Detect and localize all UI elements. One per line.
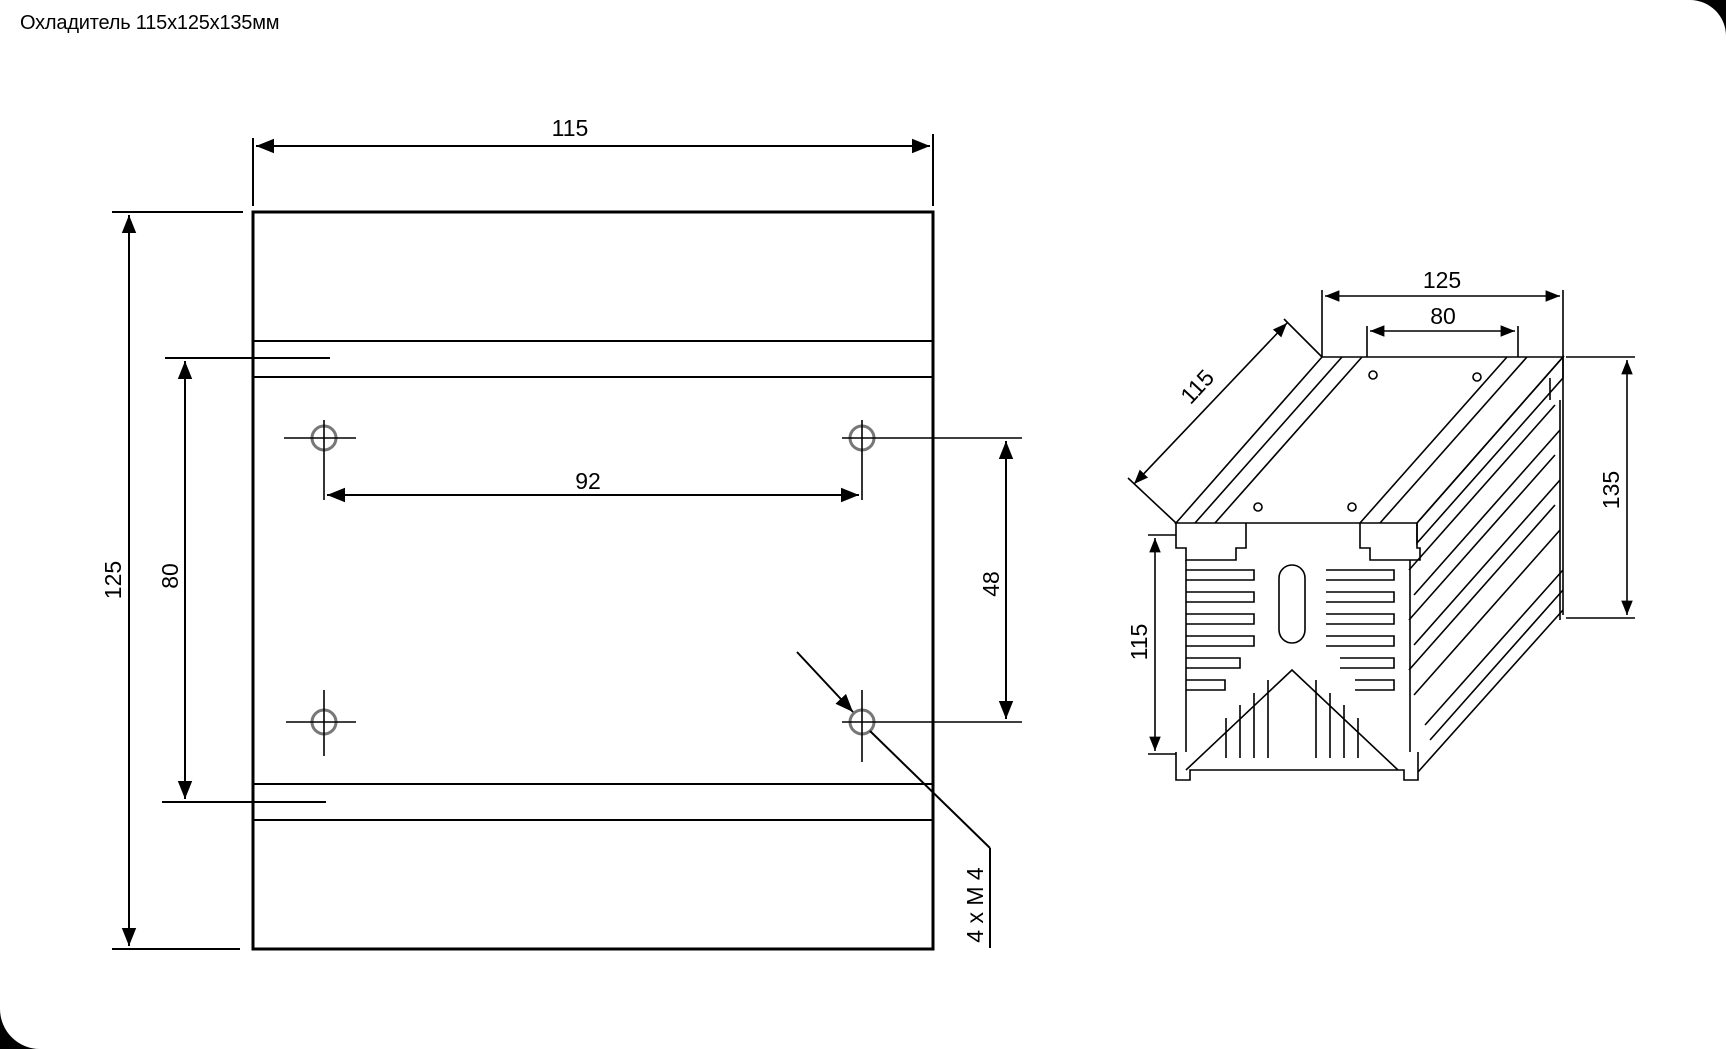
- sheet-corner: [1690, 0, 1726, 36]
- rail-spacing-label: 80: [157, 563, 183, 589]
- iso-top-rail-label: 80: [1430, 303, 1456, 329]
- mounting-holes: [284, 420, 1022, 762]
- dimension-rails: 80: [157, 357, 330, 803]
- front-profile: [1175, 523, 1421, 781]
- isometric-view: 125 80 115 135: [1126, 267, 1635, 781]
- holes-callout: 4 x M 4: [796, 651, 991, 948]
- front-view: 115 125 80 92: [100, 115, 1022, 951]
- mounting-hole: [284, 420, 356, 500]
- holes-label: 4 x M 4: [962, 867, 988, 943]
- side-fins: [1408, 354, 1564, 773]
- dimension-iso-length: 115: [1127, 318, 1323, 524]
- width-label: 115: [552, 115, 589, 141]
- dimension-height: 125: [100, 211, 243, 950]
- mounting-hole: [286, 690, 356, 756]
- drawing-title: Охладитель 115x125x135мм: [20, 12, 280, 34]
- dimension-width: 115: [252, 115, 934, 206]
- height-label: 125: [100, 561, 126, 599]
- hole-horizontal-label: 92: [575, 468, 601, 494]
- dimension-iso-height: 135: [1566, 356, 1635, 619]
- mounting-hole: [842, 420, 1022, 500]
- iso-height-label: 135: [1598, 471, 1624, 509]
- dimension-hole-vertical: 48: [978, 441, 1014, 719]
- dimension-hole-horizontal: 92: [327, 468, 859, 503]
- iso-top-width-label: 125: [1423, 267, 1461, 293]
- mounting-hole: [842, 690, 1022, 762]
- iso-body-height-label: 115: [1126, 624, 1152, 661]
- dimension-iso-body: 115: [1126, 534, 1176, 755]
- dimension-iso-top: 125 80: [1321, 267, 1564, 357]
- hole-vertical-label: 48: [978, 571, 1004, 597]
- heatsink-plate: [251, 210, 935, 951]
